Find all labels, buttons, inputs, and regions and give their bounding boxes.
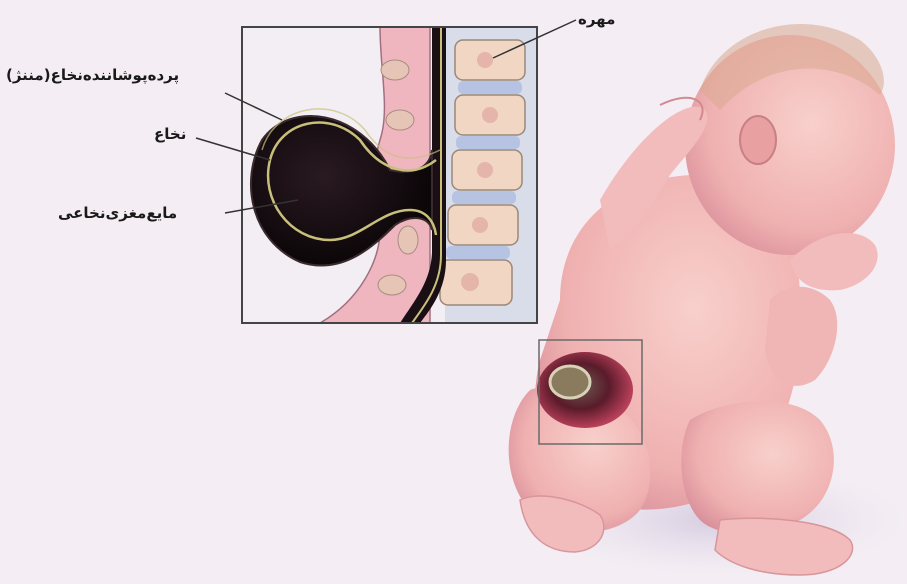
cross-section-inset bbox=[242, 27, 537, 323]
label-csf: مایع‌مغزی‌نخاعی bbox=[58, 204, 177, 222]
label-meninges: پرده‌پوشاننده‌نخاع(مننژ) bbox=[6, 66, 179, 84]
label-vertebra: مهره bbox=[578, 10, 615, 28]
label-spinal-cord: نخاع bbox=[154, 125, 186, 143]
